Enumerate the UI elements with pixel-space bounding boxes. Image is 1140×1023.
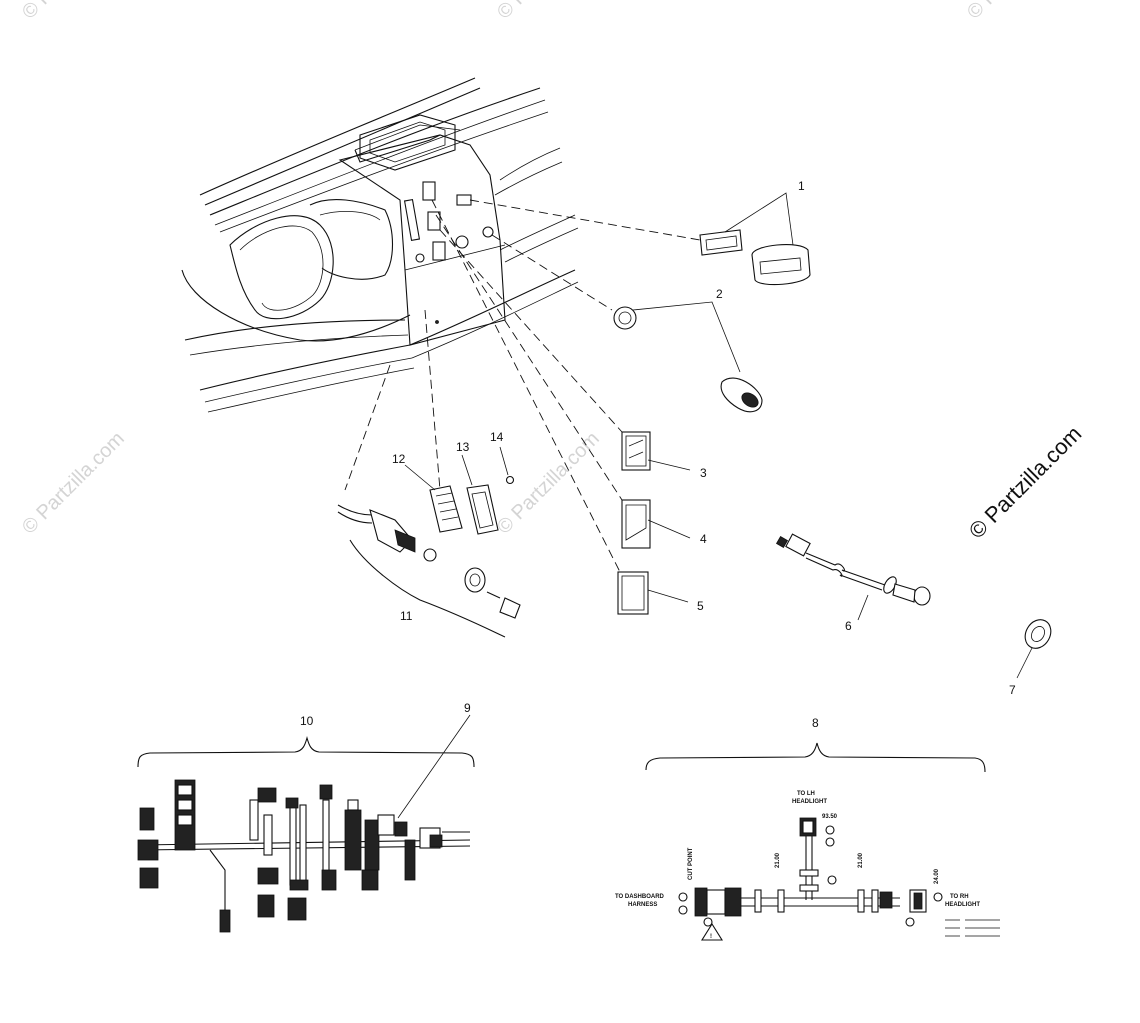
watermark-mid-left: © Partzilla.com: [18, 428, 129, 539]
callout-9: 9: [464, 701, 471, 715]
callout-4: 4: [700, 532, 707, 546]
callout-8: 8: [812, 716, 819, 730]
callout-11: 11: [400, 609, 413, 623]
watermark-top-center: © Partzilla.com: [493, 0, 604, 24]
part-13-plug: 13: [456, 440, 499, 535]
callout-3: 3: [700, 466, 707, 480]
callout-12: 12: [392, 452, 406, 466]
dim-right: 24.00: [934, 868, 940, 884]
part-12-plug: 12: [392, 309, 463, 533]
part-2-power-outlet: 2: [491, 234, 763, 413]
lh-headlight-label-1: TO LH: [797, 791, 815, 797]
part-1-hour-meter: 1: [469, 179, 811, 286]
callout-6: 6: [845, 619, 852, 633]
dashboard-console: [181, 77, 579, 413]
part-10-wiring-harness: 10: [137, 714, 475, 933]
part-9-connector: 9: [397, 701, 471, 819]
part-14-screw: 14: [490, 430, 515, 485]
callout-13: 13: [456, 440, 470, 454]
part-3-switch: 3: [439, 229, 707, 480]
watermark-top-left: © Partzilla.com: [18, 0, 129, 24]
rh-headlight-label-2: HEADLIGHT: [945, 902, 980, 908]
callout-7: 7: [1009, 683, 1016, 697]
part-4-switch: 4: [435, 214, 707, 549]
callout-10: 10: [300, 714, 314, 728]
watermark-top-right: © Partzilla.com: [963, 0, 1074, 24]
callout-5: 5: [697, 599, 704, 613]
dim-top: 93.50: [822, 814, 838, 820]
callout-14: 14: [490, 430, 504, 444]
dashboard-label-2: HARNESS: [628, 902, 657, 908]
warning-symbol: !: [710, 934, 712, 940]
lh-headlight-label-2: HEADLIGHT: [792, 799, 827, 805]
part-8-headlight-harness: 8 TO LH HEADLIGHT 93.50 TO DASHBOARD HAR…: [615, 716, 1000, 941]
dashboard-label-1: TO DASHBOARD: [615, 894, 665, 900]
watermark-right: © Partzilla.com: [964, 421, 1087, 544]
part-7-nut: 7: [1009, 619, 1052, 697]
dim-mid-b: 21.00: [858, 852, 864, 868]
dim-mid-a: 21.00: [775, 852, 781, 868]
callout-2: 2: [716, 287, 723, 301]
callout-1: 1: [798, 179, 805, 193]
part-5-plug: 5: [431, 199, 704, 615]
watermarks: © Partzilla.com © Partzilla.com © Partzi…: [18, 0, 1086, 544]
part-6-choke-cable: 6: [775, 533, 931, 633]
rh-headlight-label-1: TO RH: [950, 894, 969, 900]
cut-point-label: CUT POINT: [688, 847, 694, 880]
part-11-ignition-switch: 11: [337, 364, 521, 638]
